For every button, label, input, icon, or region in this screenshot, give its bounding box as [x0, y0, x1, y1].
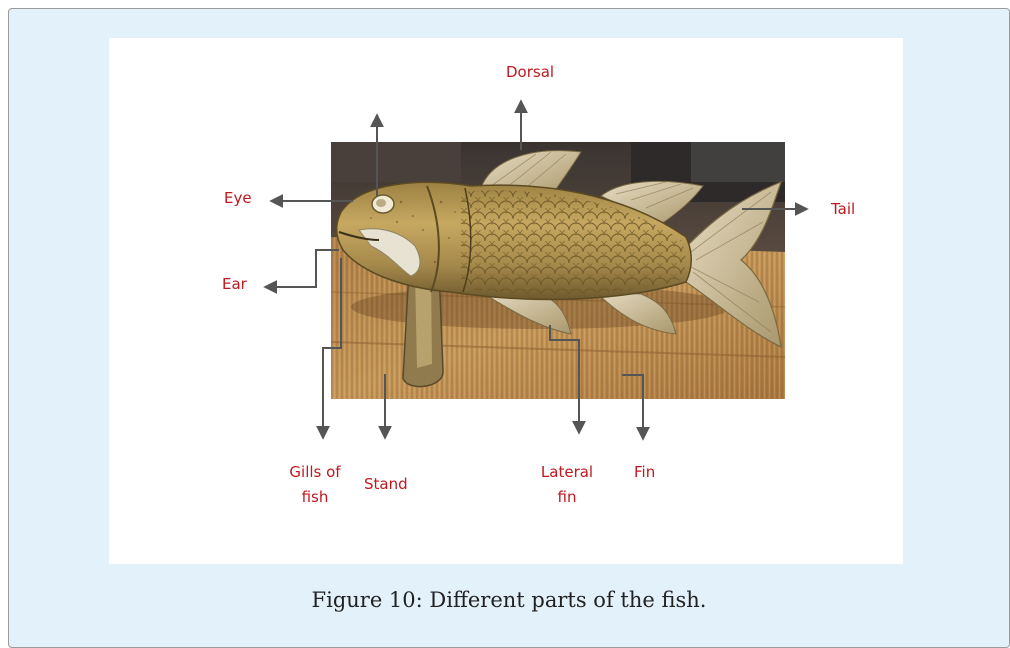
fish-photo — [331, 142, 785, 399]
label-dorsal: Dorsal — [506, 60, 554, 85]
label-gills-line-1: Gills of — [274, 460, 356, 485]
label-lateral-fin: Lateral fin — [532, 460, 602, 510]
label-lateral-line-1: Lateral — [532, 460, 602, 485]
label-ear: Ear — [222, 272, 247, 297]
label-tail: Tail — [831, 197, 855, 222]
label-eye: Eye — [224, 186, 252, 211]
label-fin: Fin — [634, 460, 655, 485]
label-gills-line-2: fish — [274, 485, 356, 510]
label-stand: Stand — [364, 472, 408, 497]
figure-caption: Figure 10: Different parts of the fish. — [8, 588, 1010, 612]
label-lateral-line-2: fin — [532, 485, 602, 510]
label-gills-of-fish: Gills of fish — [274, 460, 356, 510]
